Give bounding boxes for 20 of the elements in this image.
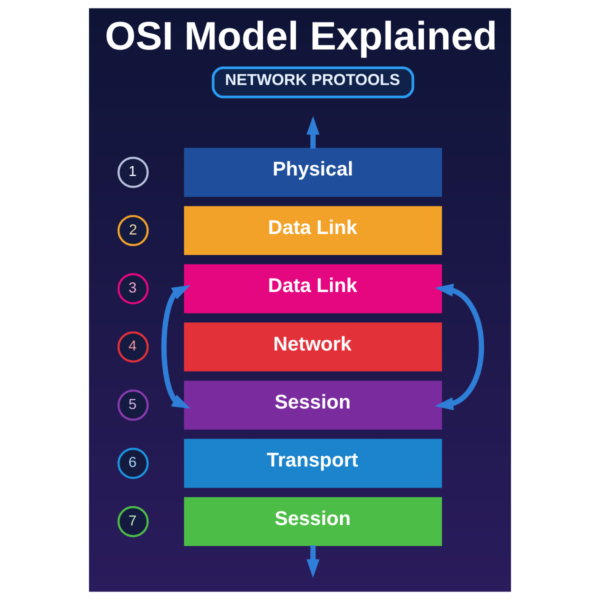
- node-circle: 2: [117, 214, 149, 246]
- arrow: [434, 284, 484, 410]
- arrow: [306, 545, 320, 578]
- node-circle: 1: [117, 156, 149, 188]
- node-circle: 4: [117, 331, 149, 363]
- node-circle: 3: [117, 273, 149, 304]
- arrow: [161, 285, 191, 409]
- diagram-title: OSI Model Explained: [104, 14, 498, 58]
- node-box: NETWORK PROTOOLS: [212, 66, 414, 98]
- node-box: Network: [184, 322, 442, 372]
- node-box: Physical: [184, 148, 442, 197]
- node-circle: 5: [117, 390, 149, 421]
- node-box: Transport: [184, 438, 442, 488]
- node-box: Data Link: [184, 206, 442, 256]
- arrow: [306, 116, 320, 149]
- node-box: Session: [184, 380, 442, 430]
- node-box: Data Link: [184, 264, 442, 314]
- node-circle: 6: [117, 448, 149, 479]
- node-circle: 7: [117, 506, 149, 538]
- node-box: Session: [184, 497, 442, 546]
